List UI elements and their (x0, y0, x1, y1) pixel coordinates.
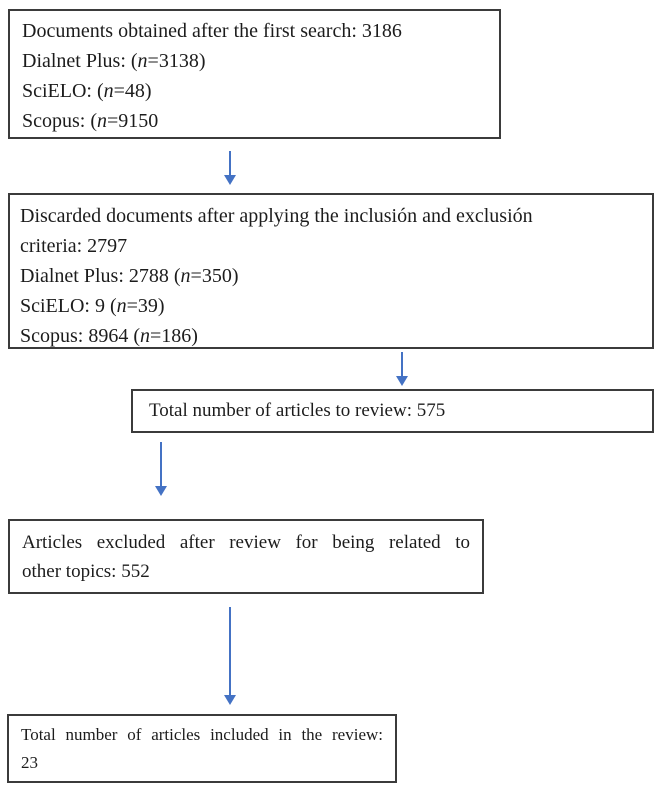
box-text-line: SciELO: (n=48) (22, 80, 152, 102)
flow-arrow-1 (224, 151, 236, 185)
box-discarded-documents: Discarded documents after applying the i… (8, 193, 654, 349)
box-text-line: Total number of articles to review: 575 (149, 400, 446, 421)
box-text-line: Scopus: (n=9150 (22, 110, 159, 132)
arrow-shaft (229, 151, 231, 175)
box-text-line: criteria: 2797 (20, 235, 128, 257)
box-text-line: Total number of articles included in the… (21, 725, 383, 744)
box-text-line: Scopus: 8964 (n=186) (20, 325, 198, 347)
flow-arrow-3 (155, 442, 167, 496)
arrow-down-icon (224, 695, 236, 705)
arrow-shaft (160, 442, 162, 486)
box-text-line: 23 (21, 753, 38, 772)
box-text-line: Articles excluded after review for being… (22, 532, 470, 553)
box-text-line: other topics: 552 (22, 561, 150, 582)
flow-arrow-2 (396, 352, 408, 386)
flow-arrow-4 (224, 607, 236, 705)
box-text-line: Dialnet Plus: (n=3138) (22, 50, 206, 72)
arrow-shaft (401, 352, 403, 376)
arrow-down-icon (396, 376, 408, 386)
box-text-line: SciELO: 9 (n=39) (20, 295, 165, 317)
box-articles-to-review: Total number of articles to review: 575 (131, 389, 654, 433)
arrow-shaft (229, 607, 231, 695)
box-text-line: Documents obtained after the first searc… (22, 20, 402, 42)
box-text-line: Dialnet Plus: 2788 (n=350) (20, 265, 239, 287)
box-text-line: Discarded documents after applying the i… (20, 205, 533, 227)
box-documents-obtained: Documents obtained after the first searc… (8, 9, 501, 139)
box-articles-excluded: Articles excluded after review for being… (8, 519, 484, 594)
arrow-down-icon (155, 486, 167, 496)
box-articles-included: Total number of articles included in the… (7, 714, 397, 783)
arrow-down-icon (224, 175, 236, 185)
